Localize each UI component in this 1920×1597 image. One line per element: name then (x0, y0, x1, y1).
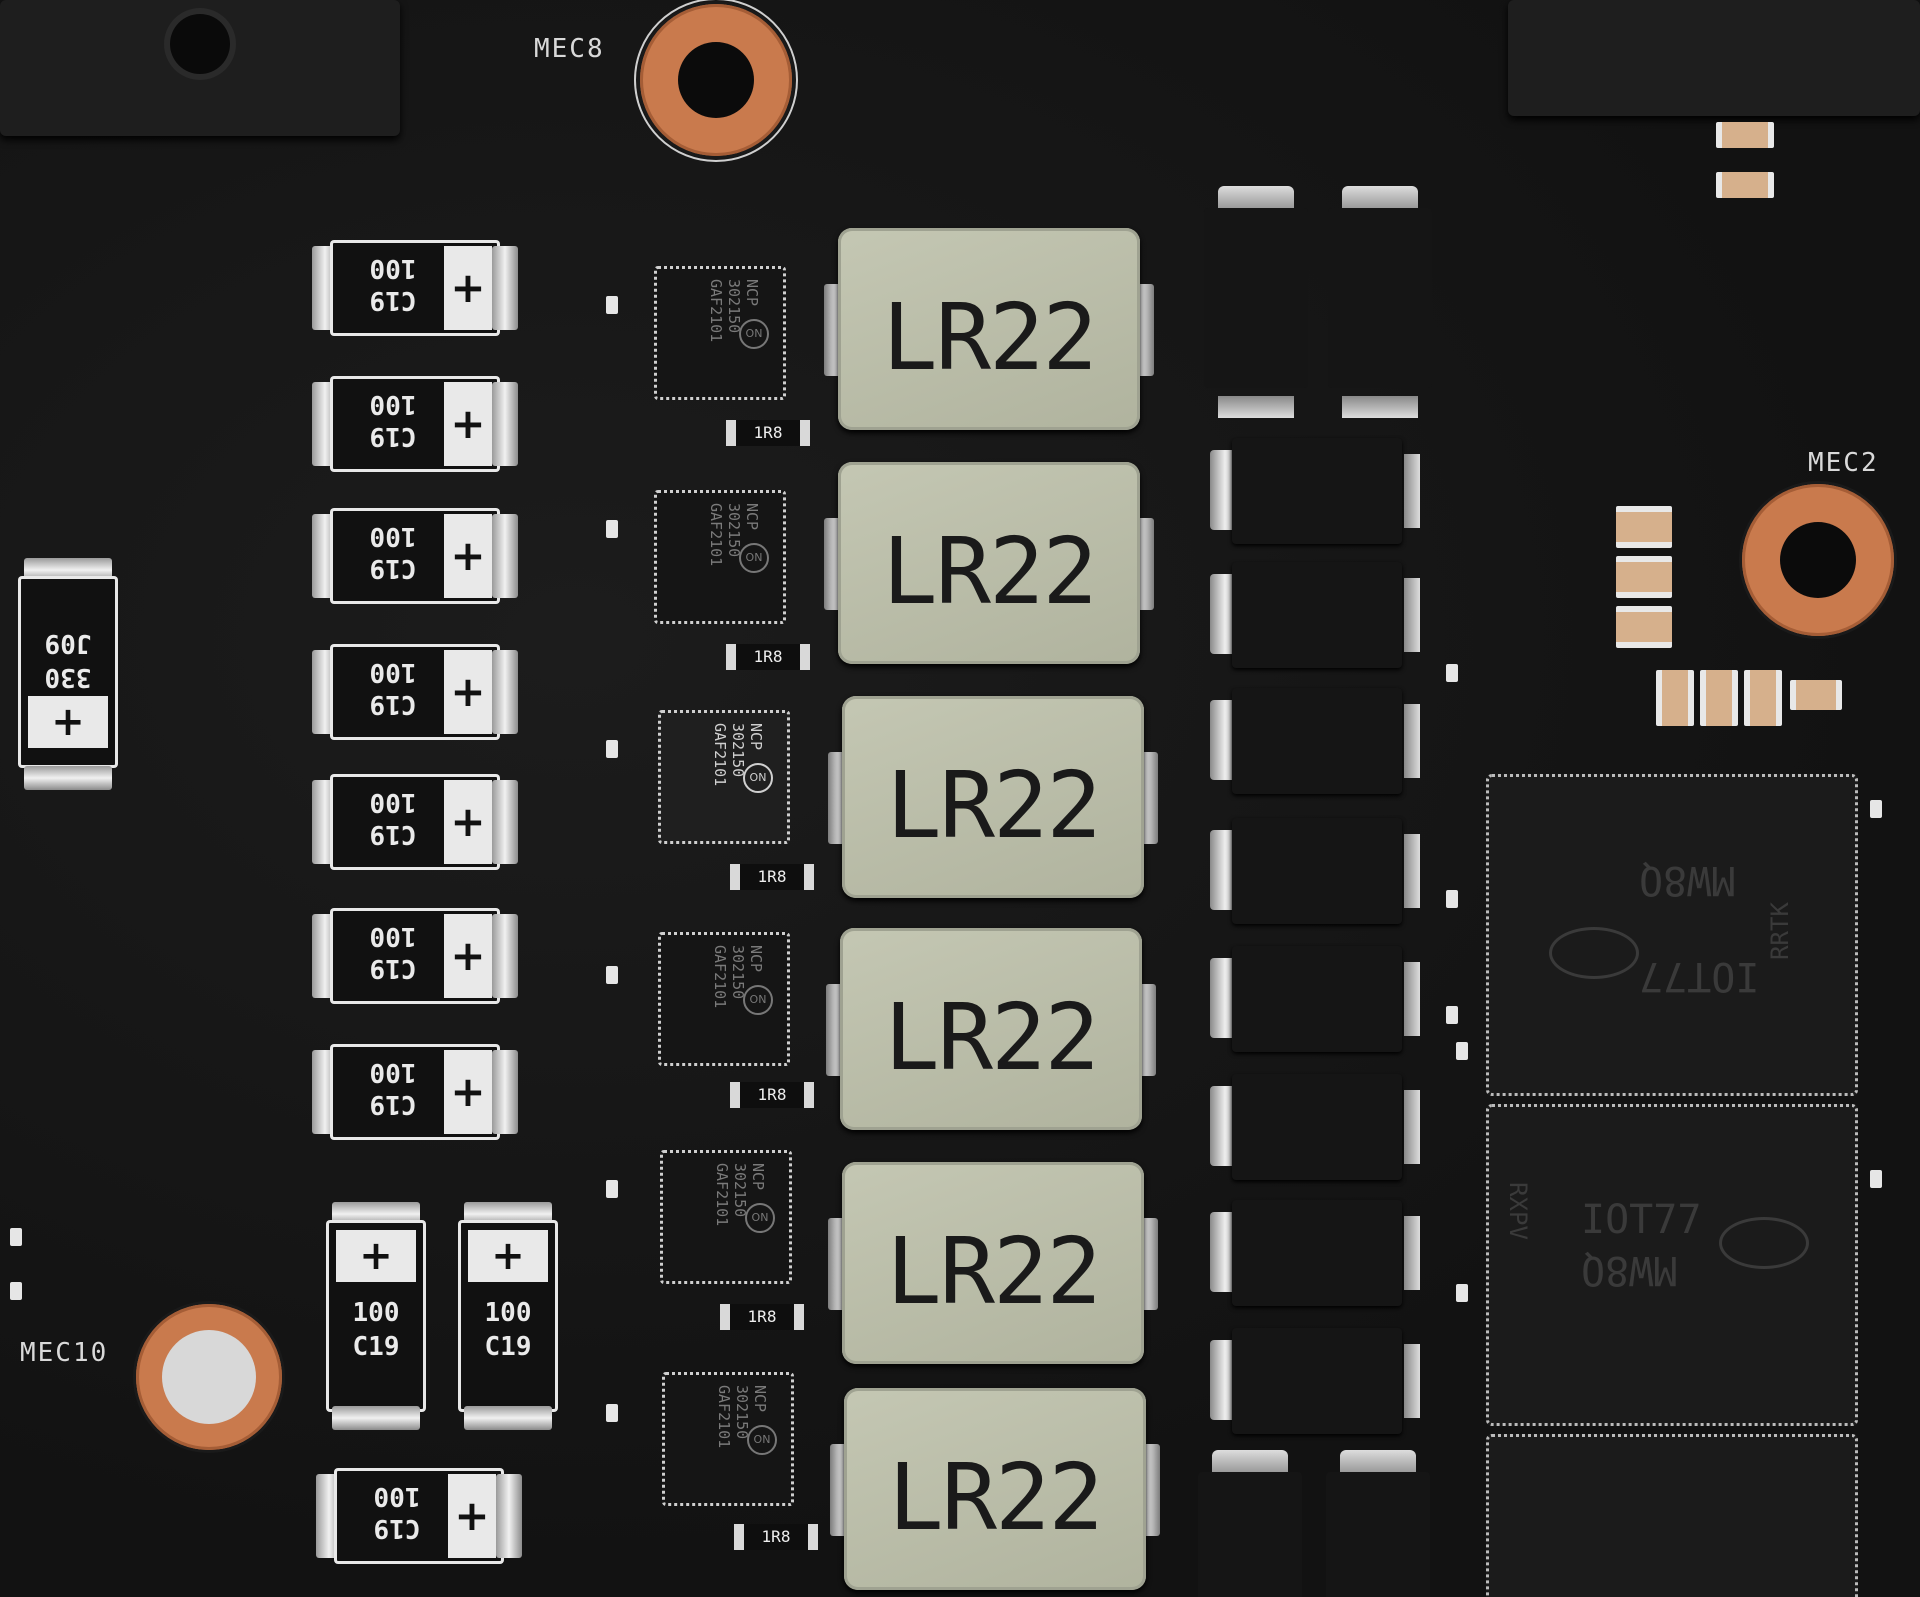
mounting-hole-mec2 (1742, 484, 1894, 636)
smd-capacitor (1700, 670, 1738, 726)
memory-chip: MW8Q IOT77 RRTK (1486, 774, 1858, 1096)
smd-resistor (606, 1180, 618, 1198)
smd-resistor (10, 1282, 22, 1300)
smd-resistor (606, 296, 618, 314)
inductor-choke: LR22 (830, 1384, 1160, 1594)
on-logo-icon: ON (743, 985, 773, 1015)
smd-capacitor (1716, 122, 1774, 148)
silk-mec10: MEC10 (20, 1338, 109, 1368)
mosfet (1210, 682, 1434, 800)
inductor-choke: LR22 (828, 1158, 1158, 1368)
mosfet (1210, 940, 1434, 1058)
smd-resistor (1870, 1170, 1882, 1188)
smd-resistor (606, 520, 618, 538)
on-logo-icon: ON (743, 763, 773, 793)
smd-resistor (10, 1228, 22, 1246)
screw-hole (170, 14, 230, 74)
smd-capacitor (1616, 556, 1672, 598)
smd-capacitor (1616, 606, 1672, 648)
smd-capacitor (1716, 172, 1774, 198)
resistor: 1R8 (726, 420, 810, 446)
resistor: 1R8 (734, 1524, 818, 1550)
smd-capacitor (1656, 670, 1694, 726)
smd-resistor (1456, 1042, 1468, 1060)
on-logo-icon: ON (739, 319, 769, 349)
smd-resistor (1870, 800, 1882, 818)
mosfet (1210, 1322, 1434, 1440)
silk-mec2: MEC2 (1808, 448, 1879, 478)
mosfet-vertical (1192, 1450, 1308, 1597)
heatsink-block-left (0, 0, 400, 136)
mosfet-vertical (1198, 186, 1314, 418)
inductor-choke: LR22 (824, 224, 1154, 434)
micron-logo-icon (1549, 927, 1639, 979)
smd-capacitor (1744, 670, 1782, 726)
smd-resistor (1446, 664, 1458, 682)
mosfet (1210, 812, 1434, 930)
mosfet (1210, 1194, 1434, 1312)
smd-resistor (1456, 1284, 1468, 1302)
smd-capacitor (1790, 680, 1842, 710)
inductor-choke: LR22 (828, 692, 1158, 902)
mosfet-vertical (1320, 1450, 1436, 1597)
inductor-choke: LR22 (824, 458, 1154, 668)
resistor: 1R8 (726, 644, 810, 670)
on-logo-icon: ON (745, 1203, 775, 1233)
inductor-choke: LR22 (826, 924, 1156, 1134)
large-capacitor: J09 330 + (10, 556, 126, 792)
smd-resistor (606, 1404, 618, 1422)
resistor: 1R8 (720, 1304, 804, 1330)
smd-capacitor (1616, 506, 1672, 548)
on-logo-icon: ON (747, 1425, 777, 1455)
smd-resistor (1446, 1006, 1458, 1024)
resistor: 1R8 (730, 1082, 814, 1108)
mosfet (1210, 556, 1434, 674)
memory-chip: IOT77 MW8Q RXPV (1486, 1104, 1858, 1426)
memory-chip (1486, 1434, 1858, 1597)
on-logo-icon: ON (739, 543, 769, 573)
mosfet-vertical (1322, 186, 1438, 418)
micron-logo-icon (1719, 1217, 1809, 1269)
silk-mec8: MEC8 (534, 34, 605, 64)
smd-resistor (606, 740, 618, 758)
mounting-hole-mec10 (136, 1304, 282, 1450)
mosfet (1210, 1068, 1434, 1186)
mounting-hole-mec8 (634, 0, 798, 162)
mosfet (1210, 432, 1434, 550)
heatsink-block-right (1508, 0, 1920, 116)
smd-resistor (1446, 890, 1458, 908)
resistor: 1R8 (730, 864, 814, 890)
smd-resistor (606, 966, 618, 984)
